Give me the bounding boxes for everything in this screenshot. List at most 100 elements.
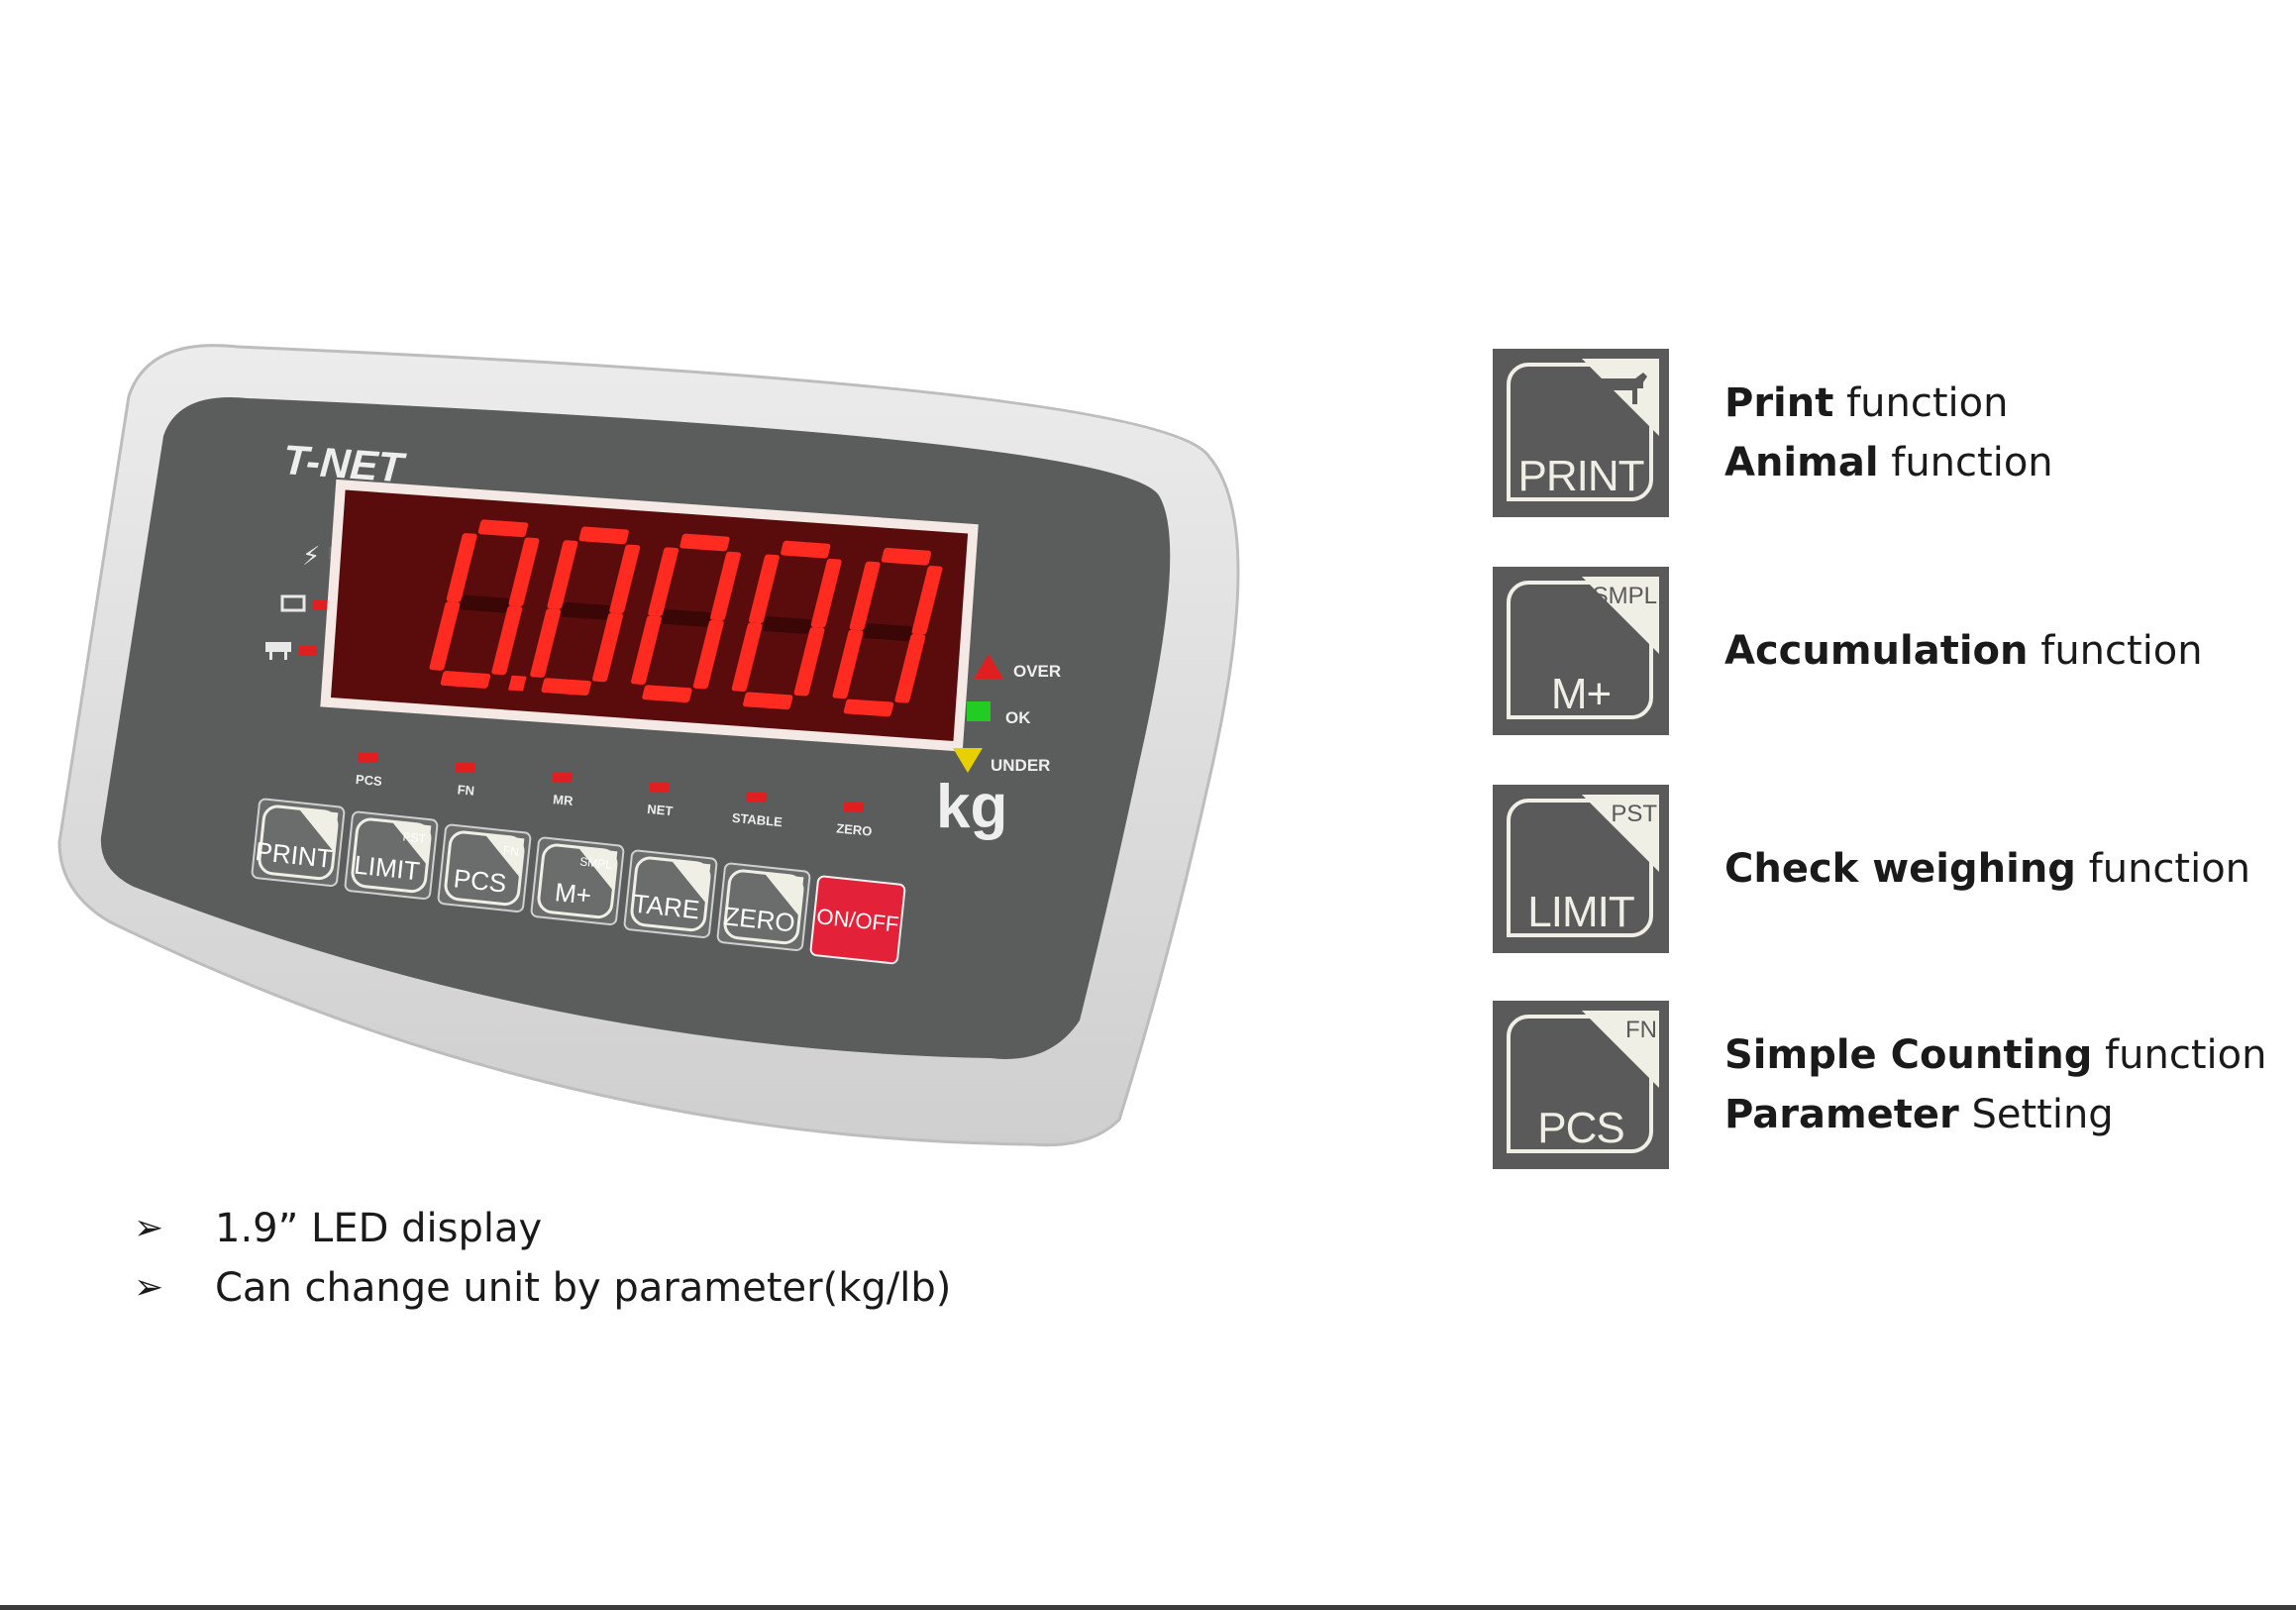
function-suffix: function bbox=[1878, 440, 2053, 485]
led-segment bbox=[642, 685, 692, 703]
indicator-led-stable: STABLE bbox=[731, 793, 783, 829]
indicator-led-mr: MR bbox=[553, 773, 574, 808]
led-digit bbox=[832, 547, 943, 717]
led-segment bbox=[849, 561, 881, 631]
led-segment bbox=[631, 615, 662, 685]
led-segment bbox=[661, 608, 711, 627]
under-indicator: UNDER bbox=[953, 748, 1050, 775]
key-label: PCS bbox=[452, 863, 507, 898]
led-segment bbox=[832, 629, 864, 699]
key-label: LIMIT bbox=[1527, 888, 1634, 936]
feature-text: Can change unit by parameter(kg/lb) bbox=[215, 1265, 952, 1311]
key-label: PCS bbox=[1537, 1104, 1624, 1152]
unit-label: kg bbox=[936, 773, 1007, 841]
function-suffix: Setting bbox=[1958, 1092, 2114, 1137]
key-m-[interactable]: SMPL M+ bbox=[530, 836, 625, 925]
bullet-arrow-icon: ➢ bbox=[134, 1267, 164, 1308]
key-corner bbox=[764, 873, 804, 917]
key-zero[interactable]: ZERO bbox=[716, 862, 811, 951]
led-segment bbox=[578, 526, 629, 545]
key-sub-label: SMPL bbox=[1592, 583, 1657, 609]
key-corner bbox=[577, 847, 618, 892]
key-sub-label: FN bbox=[1625, 1017, 1657, 1043]
function-indicator-row: PCS FN MR NET STABLE ZERO bbox=[355, 753, 873, 839]
key-corner bbox=[484, 834, 525, 879]
animal-indicator bbox=[265, 642, 317, 660]
mplus-key-icon: SMPL M+ bbox=[1493, 567, 1669, 735]
function-suffix: function bbox=[2075, 846, 2251, 892]
led-decimal-point bbox=[507, 675, 527, 692]
svg-text:⚡: ⚡ bbox=[302, 542, 320, 572]
function-name: Parameter bbox=[1724, 1092, 1959, 1137]
key-face bbox=[809, 875, 906, 965]
led-segment bbox=[862, 623, 913, 641]
key-on-off[interactable]: ON/OFF bbox=[809, 875, 906, 965]
led-segment bbox=[648, 547, 679, 616]
svg-text:OK: OK bbox=[1005, 708, 1031, 727]
led-segment bbox=[743, 692, 793, 710]
led-segment bbox=[679, 533, 730, 552]
led-segment bbox=[793, 626, 825, 697]
indicator-led-pcs: PCS bbox=[355, 753, 383, 789]
bullet-arrow-icon: ➢ bbox=[134, 1208, 164, 1248]
function-description: Simple Counting function Parameter Setti… bbox=[1724, 1001, 2266, 1169]
function-suffix: function bbox=[2092, 1032, 2267, 1078]
led-segment bbox=[810, 558, 842, 628]
function-row-counting: FN PCS Simple Counting function Paramete… bbox=[1493, 1001, 2285, 1171]
svg-text:ZERO: ZERO bbox=[836, 820, 873, 838]
feature-bullet: ➢ 1.9” LED display bbox=[134, 1199, 951, 1258]
led-segment bbox=[508, 537, 540, 607]
led-segment bbox=[477, 519, 529, 538]
indicator-led-net: NET bbox=[647, 783, 674, 818]
key-print[interactable]: PRINT bbox=[251, 798, 346, 887]
svg-text:STABLE: STABLE bbox=[731, 810, 783, 829]
svg-text:FN: FN bbox=[457, 782, 475, 798]
function-description: Print function Animal function bbox=[1724, 349, 2053, 517]
key-corner bbox=[1582, 577, 1659, 654]
key-corner bbox=[1582, 795, 1659, 872]
key-label: M+ bbox=[1550, 670, 1612, 718]
function-description: Check weighing function bbox=[1724, 785, 2250, 953]
key-corner bbox=[671, 860, 711, 905]
feature-bullet: ➢ Can change unit by parameter(kg/lb) bbox=[134, 1258, 951, 1318]
indicator-led-fn: FN bbox=[456, 763, 475, 799]
key-corner bbox=[298, 808, 339, 853]
led-digits bbox=[429, 519, 943, 717]
key-label: M+ bbox=[554, 877, 593, 911]
function-name: Animal bbox=[1724, 440, 1879, 485]
battery-indicator bbox=[280, 594, 331, 612]
led-segment bbox=[762, 616, 812, 634]
led-segment bbox=[710, 551, 741, 621]
led-segment bbox=[731, 622, 763, 693]
function-row-check-weighing: PST LIMIT Check weighing function bbox=[1493, 785, 2285, 955]
led-segment bbox=[491, 605, 523, 676]
led-segment bbox=[692, 619, 724, 690]
function-row-accumulation: SMPL M+ Accumulation function bbox=[1493, 567, 2285, 737]
function-name: Print bbox=[1724, 380, 1834, 426]
key-corner bbox=[1582, 359, 1659, 436]
feature-text: 1.9” LED display bbox=[215, 1206, 543, 1251]
led-segment bbox=[446, 533, 477, 602]
over-indicator: OVER bbox=[974, 654, 1061, 681]
indicator-led-zero: ZERO bbox=[836, 803, 873, 839]
led-digit bbox=[631, 533, 741, 703]
pcs-key-icon: FN PCS bbox=[1493, 1001, 1669, 1169]
svg-text:MR: MR bbox=[553, 792, 574, 808]
led-digit bbox=[429, 519, 540, 692]
led-segment bbox=[547, 540, 578, 609]
key-sub-label: SMPL bbox=[579, 854, 613, 871]
function-name: Check weighing bbox=[1724, 846, 2076, 892]
key-sub-label: PST bbox=[402, 829, 427, 845]
key-corner bbox=[391, 821, 432, 866]
function-row-print: PRINT Print function Animal function bbox=[1493, 349, 2285, 519]
led-segment bbox=[541, 678, 591, 696]
key-label: TARE bbox=[632, 888, 701, 924]
svg-text:OVER: OVER bbox=[1013, 662, 1061, 681]
led-segment bbox=[429, 601, 461, 671]
led-segment bbox=[560, 601, 610, 620]
led-segment bbox=[894, 633, 926, 703]
key-tare[interactable]: TARE bbox=[623, 849, 718, 938]
